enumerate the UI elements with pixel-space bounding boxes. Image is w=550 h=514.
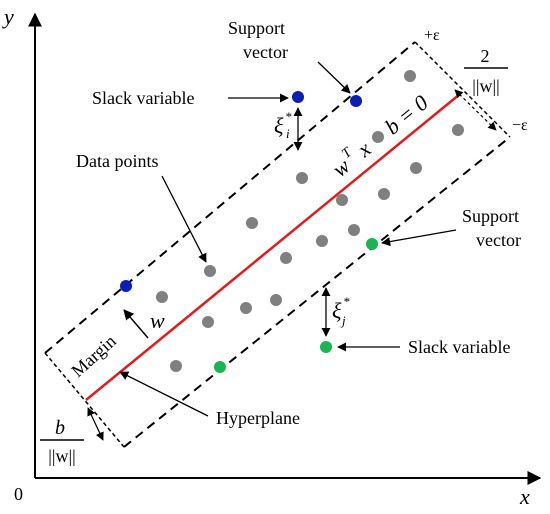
slack-variable-left-label: Slack variable [92,88,194,108]
hyperplane-label-arrow [119,371,209,417]
data-point [204,265,216,277]
tube-end-right [414,41,511,138]
margin-fraction-denominator: ||w|| [472,76,499,96]
margin-width-arrow [454,89,497,131]
xi-i-sup: * [285,109,292,124]
data-point [170,360,182,372]
xi-i-symbol: ξ [274,113,284,138]
data-points [156,70,464,372]
data-point [336,194,348,206]
w-label: w [150,308,165,333]
support-vector-lower [320,341,332,353]
support-vector-right-arrow [381,229,457,247]
margin-fraction-numerator: 2 [481,46,490,66]
xi-i-sub: i [286,126,290,141]
support-vector-lower [214,361,226,373]
minus-epsilon-label: −ε [512,117,528,134]
data-point [156,291,168,303]
support-vector-lower [366,238,378,250]
data-point [280,252,292,264]
w-normal-arrow [123,309,149,339]
offset-arrow [87,407,104,441]
data-point [372,131,384,143]
xi-j-symbol: ξ [332,298,342,323]
support-vector-right-line1: Support [462,206,519,226]
upper-margin-boundary [44,41,416,354]
data-point [246,217,258,229]
data-point [296,172,308,184]
lower-margin-boundary [123,136,511,448]
data-point [240,302,252,314]
data-point [404,70,416,82]
hyperplane-line [85,93,461,401]
data-points-label: Data points [76,151,159,171]
support-vector-top-arrow [317,61,351,94]
data-point [270,294,282,306]
y-axis-label: y [2,4,14,29]
x-axis-label: x [519,484,530,509]
support-vector-upper [350,95,362,107]
support-vector-upper [120,280,132,292]
offset-fraction-denominator: ||w|| [48,446,75,466]
origin-label: 0 [14,484,23,504]
data-point [452,124,464,136]
data-point [316,235,328,247]
slack-variable-right-label: Slack variable [408,337,510,357]
data-point [348,224,360,236]
xi-j-sub: j [340,313,346,328]
offset-fraction-numerator: b [55,417,65,439]
data-point [410,162,422,174]
xi-j-sup: * [343,294,350,309]
support-vector-upper [292,91,304,103]
plus-epsilon-label: +ε [424,27,440,44]
data-point [378,188,390,200]
support-vector-top-line2: vector [243,42,288,62]
support-vector-top-line1: Support [228,18,285,38]
data-points-arrow [161,175,207,263]
margin-label: Margin [67,331,120,381]
support-vector-right-line2: vector [476,230,521,250]
data-point [202,316,214,328]
hyperplane-label: Hyperplane [216,408,300,428]
